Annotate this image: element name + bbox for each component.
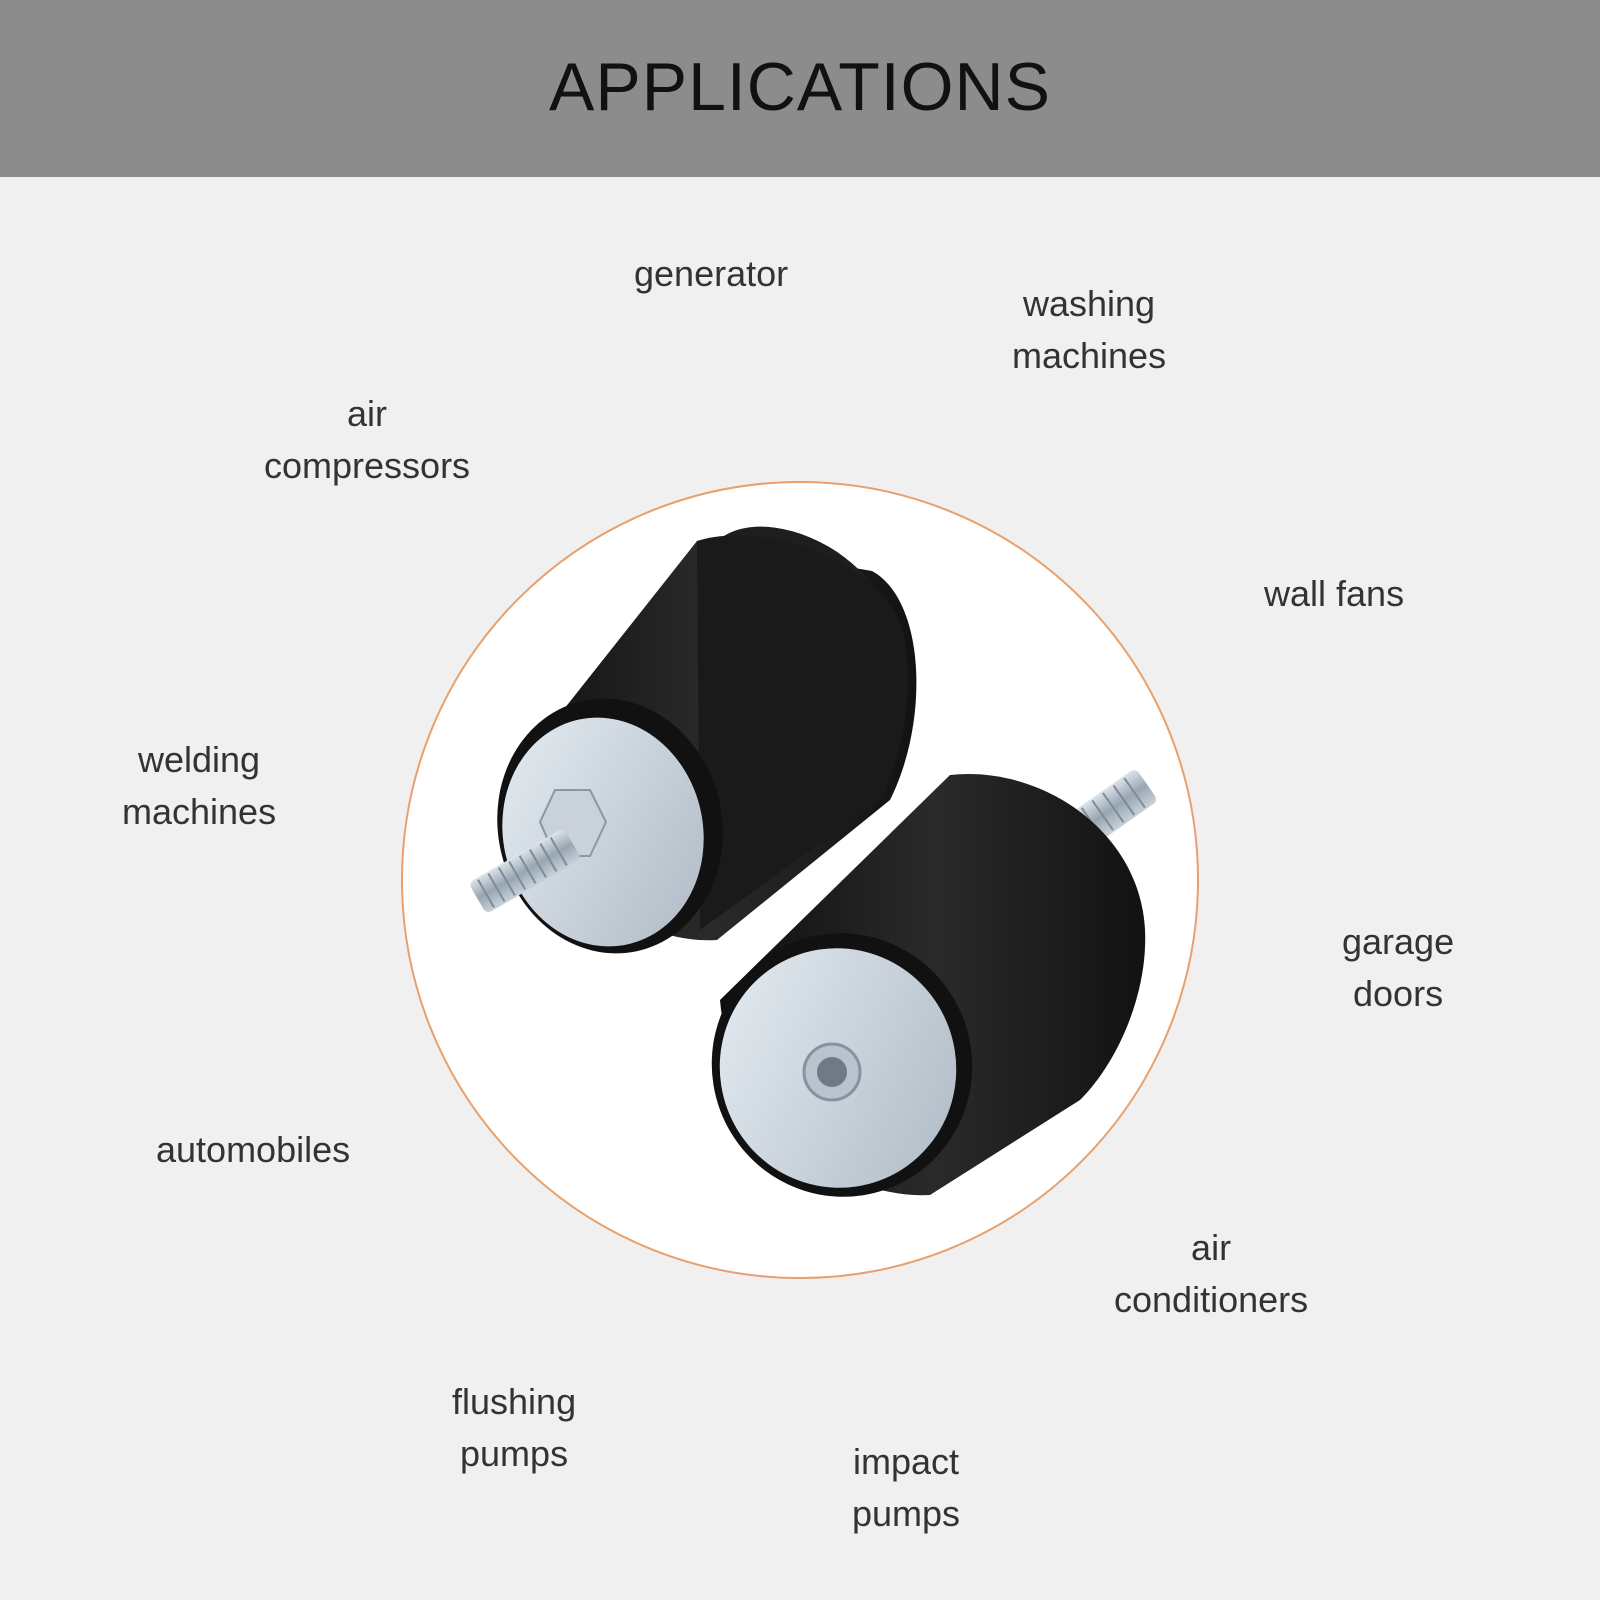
label-impact-pumps: impact pumps <box>852 1441 961 1534</box>
label-garage-doors: garage doors <box>1342 921 1455 1014</box>
label-air-conditioners: air conditioners <box>1114 1227 1309 1320</box>
label-wall-fans: wall fans <box>1264 573 1405 614</box>
page-title: APPLICATIONS <box>549 48 1051 125</box>
mount-female-thread <box>711 770 1156 1197</box>
label-automobiles: automobiles <box>156 1129 351 1170</box>
label-air-compressors: air compressors <box>264 393 471 486</box>
label-generator: generator <box>634 253 789 294</box>
label-flushing-pumps: flushing pumps <box>452 1381 577 1474</box>
header-banner: APPLICATIONS <box>0 0 1600 177</box>
mount-male-stud <box>470 526 917 954</box>
label-welding-machines: welding machines <box>122 739 277 832</box>
label-washing-machines: washing machines <box>1012 283 1167 376</box>
